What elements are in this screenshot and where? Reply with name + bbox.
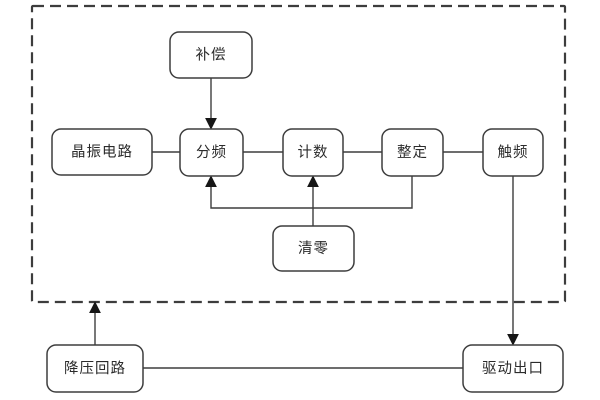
node-frequency-divider: 分频 [179,128,244,177]
node-frequency-divider-label: 分频 [196,144,227,161]
node-counter: 计数 [282,128,344,177]
node-clear-reset: 清零 [272,225,355,272]
node-counter-label: 计数 [298,144,329,161]
node-setting-label: 整定 [397,144,428,161]
node-crystal-oscillator-circuit: 晶振电路 [51,128,153,176]
node-trigger-frequency-label: 触频 [498,144,529,161]
node-compensation-label: 补偿 [196,47,227,64]
node-stepdown-circuit: 降压回路 [46,344,144,393]
node-drive-output-label: 驱动出口 [482,360,544,377]
node-clear-reset-label: 清零 [298,240,329,257]
node-compensation: 补偿 [169,31,253,79]
dashed-container [30,4,567,304]
node-stepdown-circuit-label: 降压回路 [64,360,126,377]
node-setting: 整定 [381,128,444,177]
node-drive-output: 驱动出口 [462,344,564,393]
node-trigger-frequency: 触频 [482,128,544,177]
arrow-setting-feedback-to-divider [205,175,413,209]
node-crystal-oscillator-label: 晶振电路 [71,144,133,161]
